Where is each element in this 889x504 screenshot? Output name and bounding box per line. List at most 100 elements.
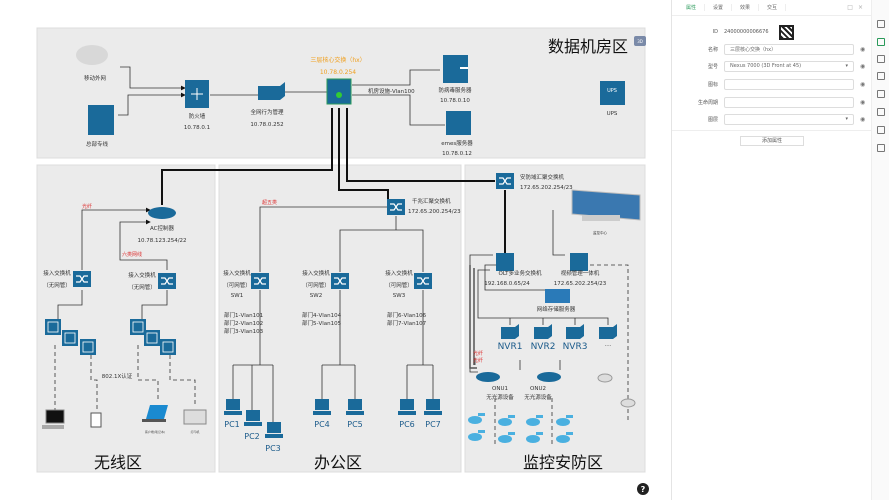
core-switch-icon[interactable] <box>326 78 352 105</box>
core-label: 三层核心交换（hx） <box>310 56 365 64</box>
maximize-icon[interactable]: □ <box>847 4 853 11</box>
name-input[interactable]: 三层核心交换（hx） <box>724 43 854 55</box>
tab-settings[interactable]: 设置 <box>705 4 733 11</box>
dome-camera-icon <box>597 373 636 408</box>
diagram-label: 光纤 <box>473 350 483 357</box>
diagram-label: 接入交换机 <box>223 269 251 277</box>
cloud-icon <box>76 45 108 65</box>
access-switch-icon <box>250 272 270 290</box>
icon-input[interactable] <box>724 78 854 90</box>
add-property-button[interactable]: 添加属性 <box>740 136 804 146</box>
diagram-label: 客户端(笔记本) <box>145 429 165 434</box>
diagram-label: NVR3 <box>563 342 588 352</box>
office-agg-ip: 172.65.200.254/23 <box>408 209 461 215</box>
diagram-label: 光纤 <box>473 357 483 364</box>
pc-icon <box>424 399 442 415</box>
diagram-label: 部门7-Vlan107 <box>387 319 427 327</box>
chart-icon[interactable] <box>877 108 885 116</box>
diagram-label: 部门1-Vlan101 <box>224 311 263 319</box>
help-button[interactable]: ? <box>637 483 649 495</box>
trunk-links <box>161 108 495 205</box>
emes-label: emes服务器 <box>441 139 473 147</box>
fiber-label: 光纤 <box>82 203 92 210</box>
icon-label: 图标 <box>707 81 718 88</box>
3d-badge[interactable]: 3D <box>634 36 646 46</box>
diagram-label: 部门4-Vlan104 <box>302 311 342 319</box>
pc-icon <box>244 410 262 426</box>
datacenter-links <box>118 66 445 126</box>
tab-properties[interactable]: 属性 <box>678 4 706 11</box>
hq-label: 总部专线 <box>86 140 109 148</box>
id-value: 24000000006676 <box>724 29 769 35</box>
layers-icon[interactable] <box>877 90 885 98</box>
firewall-label: 防火墙 <box>189 112 206 120</box>
lifecycle-input[interactable] <box>724 96 854 108</box>
qr-code-icon[interactable] <box>778 24 794 40</box>
eye-icon[interactable]: ◉ <box>860 98 866 106</box>
office-agg-label: 千兆汇聚交换机 <box>412 197 451 205</box>
diagram-label: 部门2-Vlan102 <box>224 319 263 327</box>
core-ip: 10.78.0.254 <box>320 69 356 76</box>
diagram-label: （无网管） <box>128 283 156 291</box>
diagram-label: 无光源设备 <box>486 393 514 401</box>
tab-effects[interactable]: 效果 <box>732 4 760 11</box>
onu-icon <box>537 372 561 382</box>
diagram-label: NVR1 <box>498 342 523 352</box>
model-label: 型号 <box>707 63 718 70</box>
name-label: 名称 <box>707 46 718 53</box>
monitor-icon[interactable] <box>877 126 885 134</box>
ups-icon: UPS <box>600 81 625 105</box>
antivirus-server-icon <box>443 55 468 83</box>
emes-ip: 10.78.0.12 <box>442 151 472 157</box>
diagram-label: ? <box>641 485 646 494</box>
ac-label: AC控制器 <box>150 224 175 232</box>
firewall-ip: 10.78.0.1 <box>184 125 210 131</box>
diagram-label: SW2 <box>310 293 322 299</box>
security-agg-switch-icon <box>495 172 515 190</box>
wrench-icon[interactable] <box>877 144 885 152</box>
ups-label: UPS <box>607 111 618 117</box>
diagram-label: （可网管） <box>385 281 413 289</box>
pc-icon <box>224 399 242 415</box>
diagram-label: PC5 <box>347 420 363 429</box>
eye-icon[interactable]: ◉ <box>860 62 866 70</box>
save-icon[interactable] <box>877 20 885 28</box>
laptop-icon <box>142 405 168 422</box>
security-agg-ip: 172.65.202.254/23 <box>520 185 573 191</box>
model-select[interactable]: Nexus 7000 (3D Front at 45)▾ <box>724 60 854 72</box>
firewall-icon[interactable] <box>185 80 209 108</box>
cloud-label: 移动外网 <box>84 74 107 82</box>
diagram-canvas[interactable]: 移动外网 总部专线 防火墙 10.78.0.1 全网行为管理 10.78.0.2… <box>0 0 671 500</box>
olt-ip: 192.168.0.65/24 <box>484 281 530 287</box>
server-rack-icon <box>88 105 114 135</box>
zone-title-office: 办公区 <box>314 453 362 472</box>
properties-panel: 属性 设置 效果 交互 □ × ID 24000000006676 名称三层核心… <box>671 0 872 500</box>
diagram-label: PC4 <box>314 420 330 429</box>
diagram-label: 部门6-Vlan106 <box>387 311 427 319</box>
diagram-label: SW1 <box>231 293 243 299</box>
nas-server-icon <box>545 289 570 303</box>
pc-icon <box>346 399 364 415</box>
access-point-icon <box>129 318 147 336</box>
printer-icon <box>183 409 207 425</box>
diagram-label: 部门5-Vlan105 <box>302 319 342 327</box>
sync-icon[interactable] <box>877 72 885 80</box>
pc-icon <box>398 399 416 415</box>
diagram-label: 接入交换机 <box>128 271 156 279</box>
properties-icon[interactable] <box>877 38 885 46</box>
video-mgmt-icon <box>570 253 588 271</box>
eye-icon[interactable]: ◉ <box>860 80 866 88</box>
eye-icon[interactable]: ◉ <box>860 115 866 123</box>
diagram-label: PC7 <box>425 420 441 429</box>
layer-select[interactable]: ▾ <box>724 113 854 125</box>
tablet-icon <box>90 412 102 428</box>
dropdown-icon: ▾ <box>845 116 848 122</box>
diagram-label: SW3 <box>393 293 406 299</box>
tab-interaction[interactable]: 交互 <box>759 4 787 11</box>
diagram-label: PC3 <box>265 444 281 453</box>
right-toolbar <box>871 0 889 500</box>
emes-server-icon <box>446 111 471 135</box>
close-icon[interactable]: × <box>857 4 863 11</box>
shuffle-icon[interactable] <box>877 55 885 63</box>
eye-icon[interactable]: ◉ <box>860 45 866 53</box>
